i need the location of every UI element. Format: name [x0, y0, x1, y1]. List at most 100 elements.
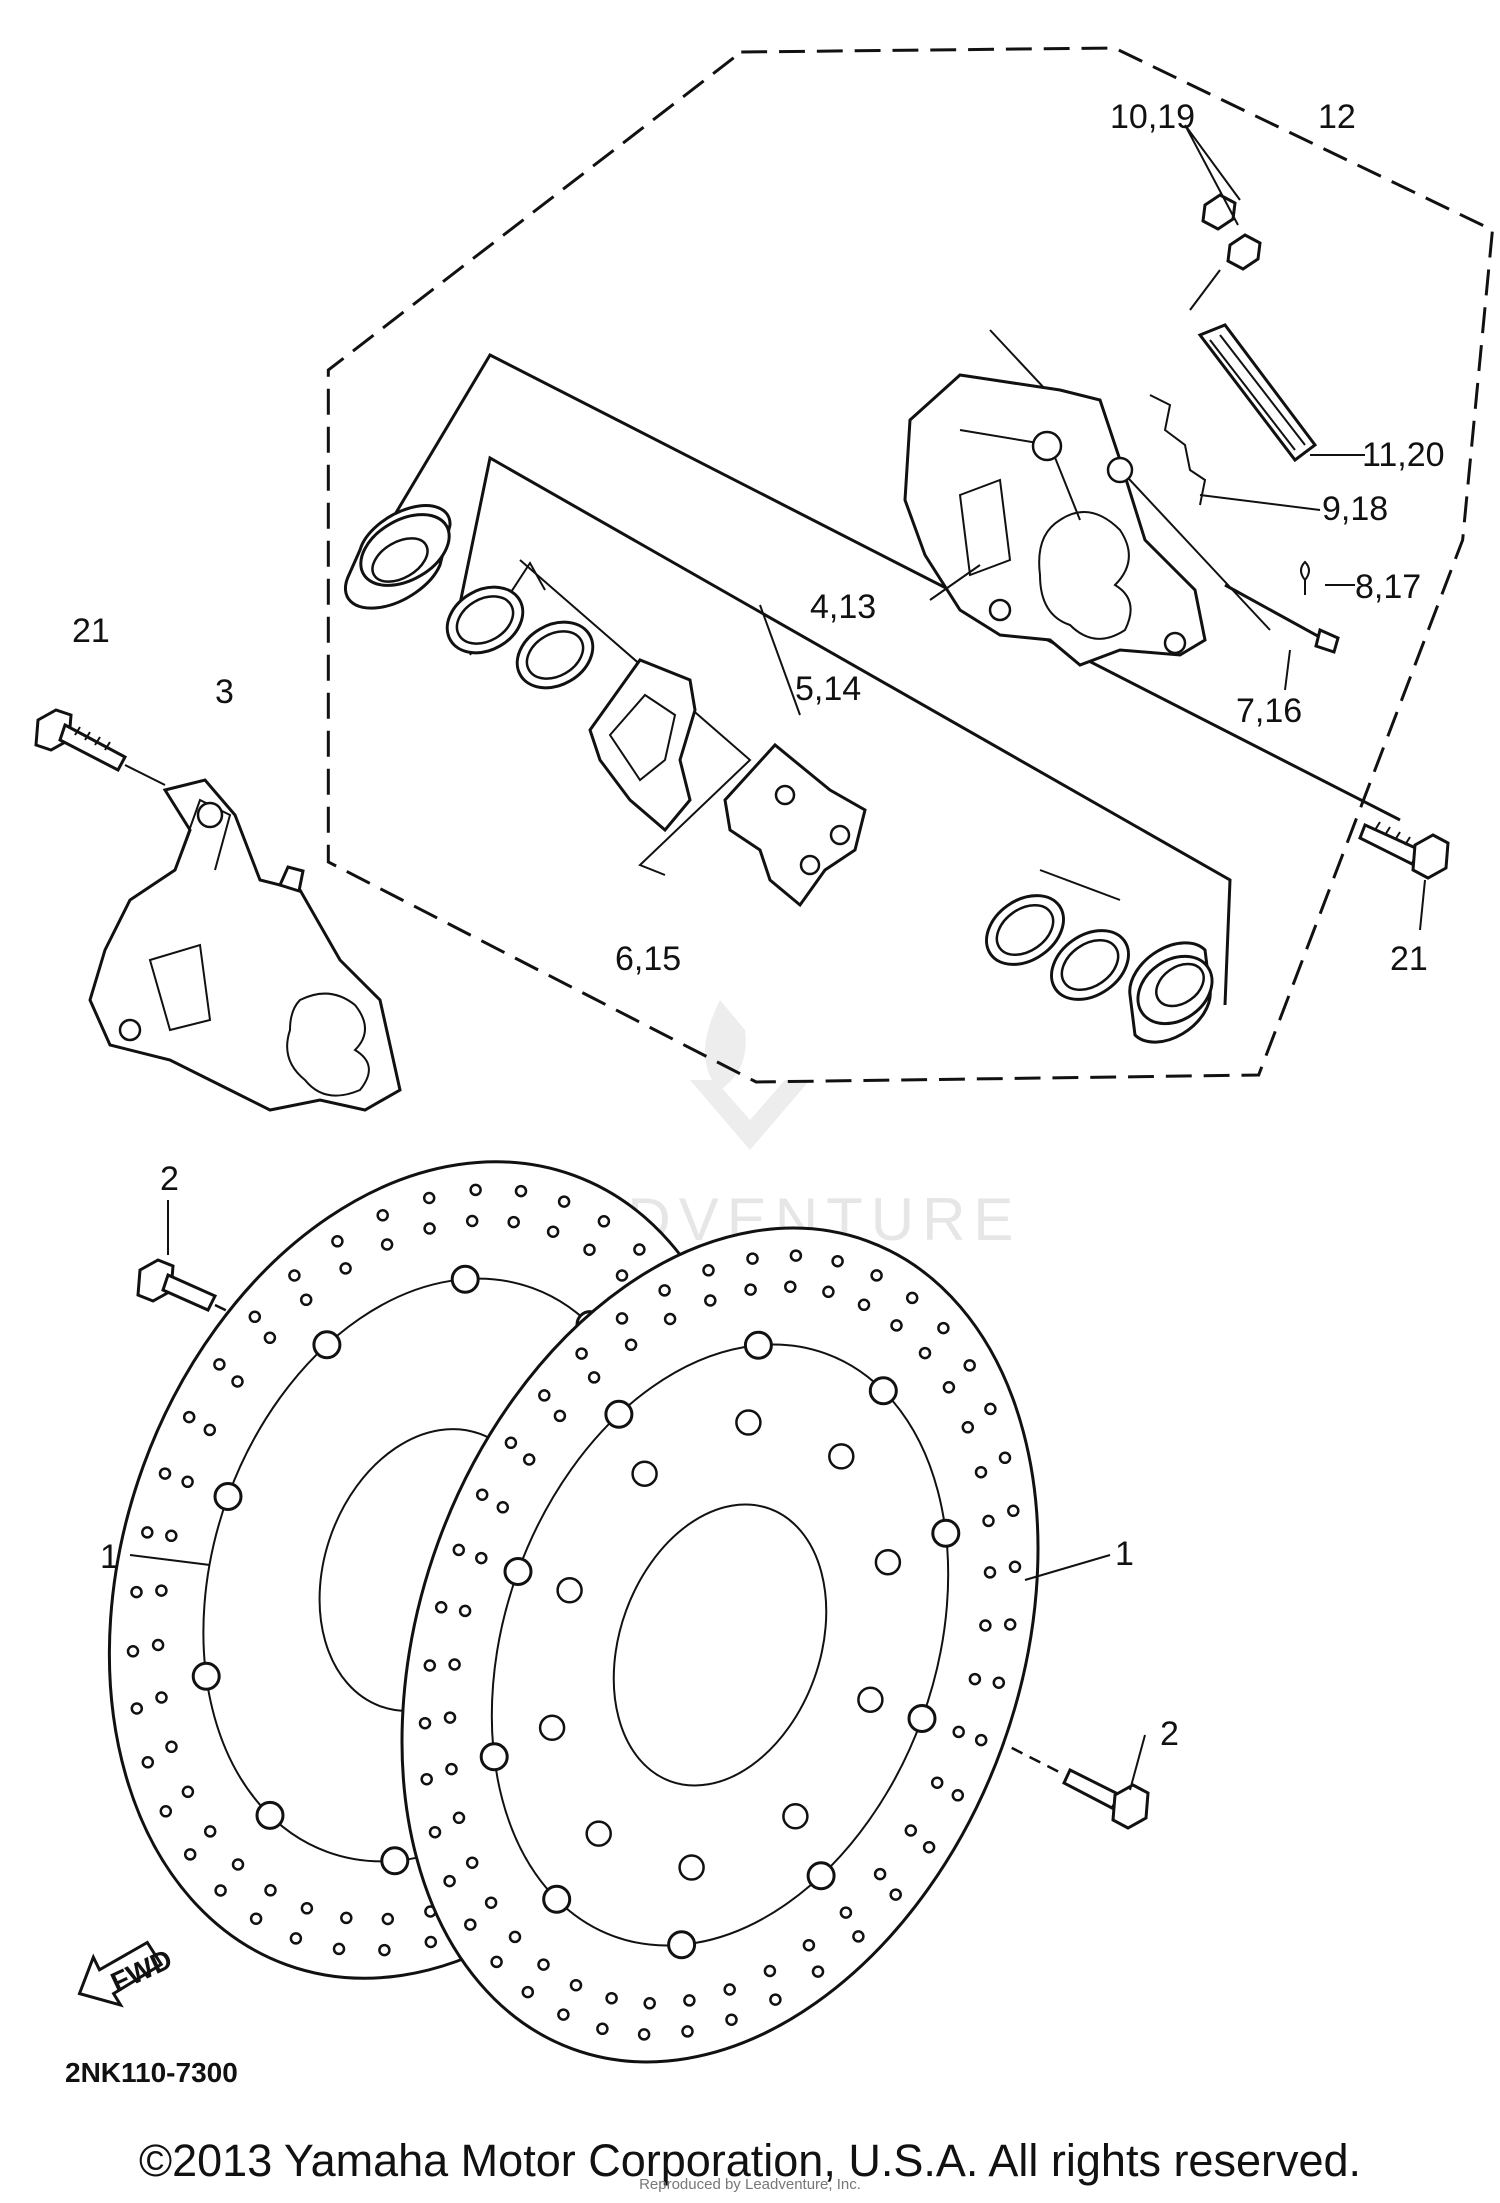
disc-hole — [159, 1805, 173, 1818]
disc-hole — [514, 1184, 528, 1198]
disc-slots-front — [538, 1409, 902, 1881]
disc-hole — [546, 1225, 560, 1238]
disc-hole — [181, 1475, 194, 1489]
disc-hole — [605, 1991, 618, 2005]
disc-hole — [1007, 1504, 1020, 1518]
disc-rivet — [479, 1742, 509, 1772]
disc-hole — [982, 1514, 995, 1528]
disc-hole — [469, 1183, 482, 1197]
disc-hole — [507, 1215, 520, 1229]
disc-hole — [615, 1269, 629, 1282]
disc-hole — [839, 1906, 853, 1919]
disc-leaders — [129, 1554, 1111, 1581]
label-5-14: 5,14 — [795, 670, 861, 708]
disc-hole — [596, 2022, 609, 2036]
disc-rivet — [213, 1482, 243, 1511]
label-1-front-disc: 1 — [1115, 1535, 1134, 1573]
disc-hole — [725, 2013, 738, 2026]
disc-hole — [905, 1291, 919, 1305]
disc-hole — [452, 1543, 466, 1557]
disc-hole — [870, 1269, 883, 1282]
caliper-bolt-right — [1358, 821, 1450, 931]
piston-seals-lower — [985, 894, 1130, 1001]
diagram-code: 2NK110-7300 — [65, 2057, 238, 2088]
disc-hole — [930, 1776, 944, 1789]
disc-hole — [873, 1867, 887, 1881]
disc-hole — [922, 1840, 936, 1854]
label-3: 3 — [215, 673, 234, 711]
disc-hole — [214, 1884, 227, 1897]
label-11-20: 11,20 — [1362, 436, 1445, 474]
disc-hole — [963, 1359, 976, 1372]
disc-rivet — [743, 1330, 773, 1360]
pad-pin — [1224, 560, 1355, 691]
disc-hole — [597, 1215, 611, 1228]
disc-hole — [889, 1888, 902, 1901]
label-21-right: 21 — [1390, 940, 1428, 978]
disc-hole — [126, 1645, 140, 1658]
disc-hole — [937, 1321, 950, 1335]
disc-hole — [951, 1789, 965, 1802]
disc-slot — [874, 1548, 902, 1576]
disc-hole — [704, 1294, 717, 1307]
label-10-19: 10,19 — [1110, 98, 1195, 136]
disc-hole — [918, 1346, 932, 1360]
disc-hole — [376, 1209, 389, 1222]
fwd-arrow-icon: FWD — [77, 1940, 177, 2008]
disc-hole — [130, 1585, 143, 1599]
copyright-notice: ©2013 Yamaha Motor Corporation, U.S.A. A… — [138, 2135, 1362, 2186]
disc-hole — [557, 1195, 571, 1208]
label-8-17: 8,17 — [1355, 568, 1421, 606]
label-2-lower: 2 — [1160, 1715, 1179, 1753]
disc-hole — [332, 1942, 346, 1956]
disc-slot — [782, 1803, 809, 1830]
disc-hole — [381, 1912, 395, 1926]
disc-rivet — [503, 1557, 533, 1586]
disc-hole — [434, 1601, 448, 1614]
disc-hole — [904, 1824, 918, 1837]
disc-hole — [423, 1222, 436, 1235]
disc-hole — [213, 1358, 226, 1371]
disc-hole — [418, 1716, 432, 1730]
disc-holes-front — [418, 1249, 1022, 2041]
disc-hole — [249, 1912, 263, 1925]
disc-rivet — [604, 1399, 634, 1429]
disc-hole — [289, 1932, 303, 1945]
disc-hole — [458, 1604, 472, 1618]
disc-slot — [678, 1854, 705, 1881]
disc-rivet — [868, 1376, 898, 1406]
disc-hole — [702, 1264, 715, 1277]
disc-hole — [299, 1293, 313, 1307]
disc-hole — [587, 1371, 601, 1384]
label-4-13: 4,13 — [810, 588, 876, 626]
disc-hole — [424, 1935, 438, 1949]
disc-hole — [998, 1451, 1012, 1465]
label-2-upper: 2 — [160, 1160, 179, 1198]
disc-hole — [141, 1526, 154, 1539]
disc-rivet — [667, 1930, 697, 1960]
disc-hole — [979, 1619, 992, 1632]
disc-hole — [484, 1896, 498, 1909]
disc-rivet — [380, 1846, 410, 1876]
disc-slot — [828, 1443, 855, 1470]
disc-hole — [763, 1964, 777, 1978]
disc-hole — [504, 1436, 518, 1450]
disc-rivet — [312, 1330, 342, 1360]
label-12: 12 — [1318, 98, 1356, 136]
disc-hole — [465, 1214, 479, 1228]
disc-hole — [983, 1566, 997, 1579]
disc-hole — [553, 1409, 567, 1423]
disc-hole — [683, 1994, 696, 2007]
disc-hole — [465, 1856, 479, 1869]
disc-hole — [428, 1825, 442, 1839]
disc-hole — [521, 1985, 535, 1999]
disc-hole — [942, 1381, 956, 1394]
disc-hole — [952, 1725, 965, 1739]
disc-rivet — [907, 1704, 937, 1733]
disc-hole — [681, 2025, 694, 2038]
disc-slot — [556, 1577, 583, 1604]
disc-hole — [130, 1702, 144, 1715]
disc-slot — [857, 1686, 884, 1713]
disc-hole — [151, 1638, 165, 1652]
disc-hole — [155, 1691, 168, 1704]
